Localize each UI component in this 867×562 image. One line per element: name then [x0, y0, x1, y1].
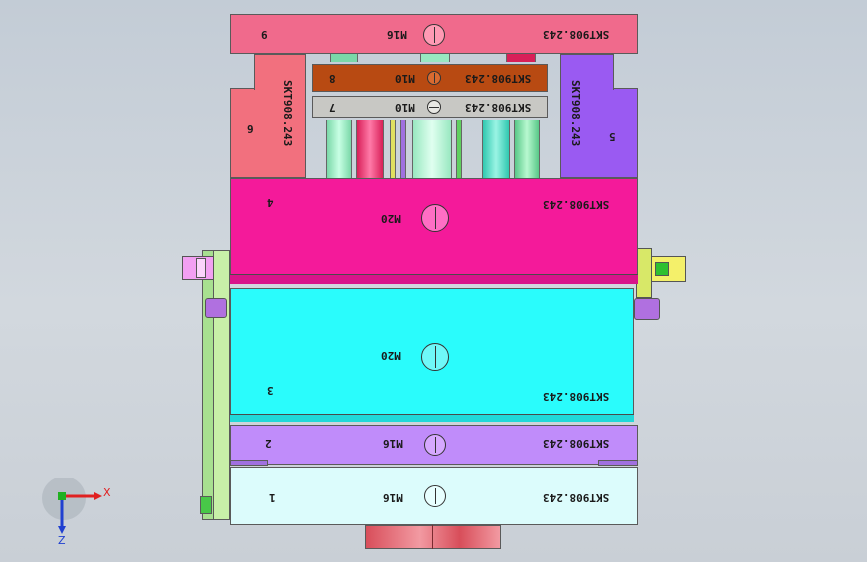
- locating-ring-split: [432, 525, 433, 549]
- plate-5-upper: [560, 54, 614, 90]
- plate-3[interactable]: M20 3 SKT908.243: [230, 288, 634, 422]
- guide-pin: [514, 120, 540, 178]
- plate-5-code: SKT908.243: [569, 80, 582, 147]
- plate-8-bolt-icon[interactable]: [427, 71, 441, 85]
- left-clamp-pin: [196, 258, 206, 278]
- axis-x-label: X: [103, 486, 111, 499]
- guide-pin: [356, 120, 384, 178]
- plate-7-bolt-icon[interactable]: [427, 100, 441, 114]
- plate-3-number: 3: [267, 384, 274, 397]
- plate-7-bolt-label: M10: [395, 101, 415, 114]
- guide-pin: [412, 120, 452, 178]
- left-side-strap-inner: [202, 250, 214, 520]
- pin-stub: [506, 54, 536, 62]
- plate-2-notch-right: [598, 460, 638, 466]
- plate-2-bolt-label: M16: [383, 437, 403, 450]
- plate-3-bolt-label: M20: [381, 349, 401, 362]
- locating-ring: [365, 525, 501, 549]
- plate-4-code: SKT908.243: [543, 198, 610, 211]
- plate-4-bottom-edge: [230, 274, 638, 284]
- pin-stub: [330, 54, 358, 62]
- plate-1[interactable]: 1 M16 SKT908.243: [230, 467, 638, 525]
- axis-triad-graphic: [42, 476, 102, 534]
- plate-2-notch-left: [230, 460, 268, 466]
- guide-pin: [400, 120, 406, 178]
- plate-4-bolt-icon[interactable]: [421, 204, 449, 232]
- pin-group: [320, 120, 550, 178]
- plate-9-number: 9: [261, 28, 268, 41]
- plate-6-number: 6: [247, 122, 254, 135]
- plate-8-code: SKT908.243: [465, 72, 532, 85]
- axis-triad: X Z: [40, 476, 120, 548]
- guide-pin: [390, 120, 396, 178]
- plate-7-code: SKT908.243: [465, 101, 532, 114]
- plate-2-bolt-icon[interactable]: [424, 434, 446, 456]
- left-side-strap: [212, 250, 230, 520]
- plate-8-bolt-label: M10: [395, 72, 415, 85]
- axis-z-label: Z: [58, 534, 66, 547]
- plate-1-bolt-icon[interactable]: [424, 485, 446, 507]
- plate-4-number: 4: [267, 196, 274, 209]
- guide-pin: [456, 120, 462, 178]
- plate-8-number: 8: [329, 72, 336, 85]
- plate-9-code: SKT908.243: [543, 28, 610, 41]
- plate-9-bolt-label: M16: [387, 28, 407, 41]
- plate-4[interactable]: 4 M20 SKT908.243: [230, 178, 638, 284]
- plate-4-bolt-label: M20: [381, 212, 401, 225]
- plate-2[interactable]: 2 M16 SKT908.243: [230, 425, 638, 465]
- plate-1-bolt-label: M16: [383, 491, 403, 504]
- right-clamp-bolt: [634, 298, 660, 320]
- plate-1-number: 1: [269, 491, 276, 504]
- pin-stub: [420, 54, 450, 62]
- plate-6-code: SKT908.243: [281, 80, 294, 147]
- plate-3-groove: [230, 414, 634, 422]
- plate-8[interactable]: 8 M10 SKT908.243: [312, 64, 548, 92]
- plate-7-number: 7: [329, 101, 336, 114]
- guide-pin: [326, 120, 352, 178]
- plate-1-code: SKT908.243: [543, 491, 610, 504]
- plate-5-number: 5: [609, 130, 616, 143]
- plate-9-bolt-icon[interactable]: [423, 24, 445, 46]
- plate-2-number: 2: [265, 437, 272, 450]
- left-clamp-bolt: [205, 298, 227, 318]
- left-small-block: [200, 496, 212, 514]
- plate-3-bolt-icon[interactable]: [421, 343, 449, 371]
- plate-5[interactable]: 5: [560, 88, 638, 178]
- plate-7[interactable]: 7 M10 SKT908.243: [312, 96, 548, 118]
- right-clamp-pin: [655, 262, 669, 276]
- plate-6[interactable]: 6: [230, 88, 306, 178]
- plate-3-code: SKT908.243: [543, 390, 610, 403]
- upper-pin-stubs: [330, 54, 540, 62]
- plate-2-code: SKT908.243: [543, 437, 610, 450]
- plate-9[interactable]: 9 M16 SKT908.243: [230, 14, 638, 54]
- plate-6-upper: [254, 54, 306, 90]
- right-clamp-arm: [636, 248, 652, 298]
- guide-pin: [482, 120, 510, 178]
